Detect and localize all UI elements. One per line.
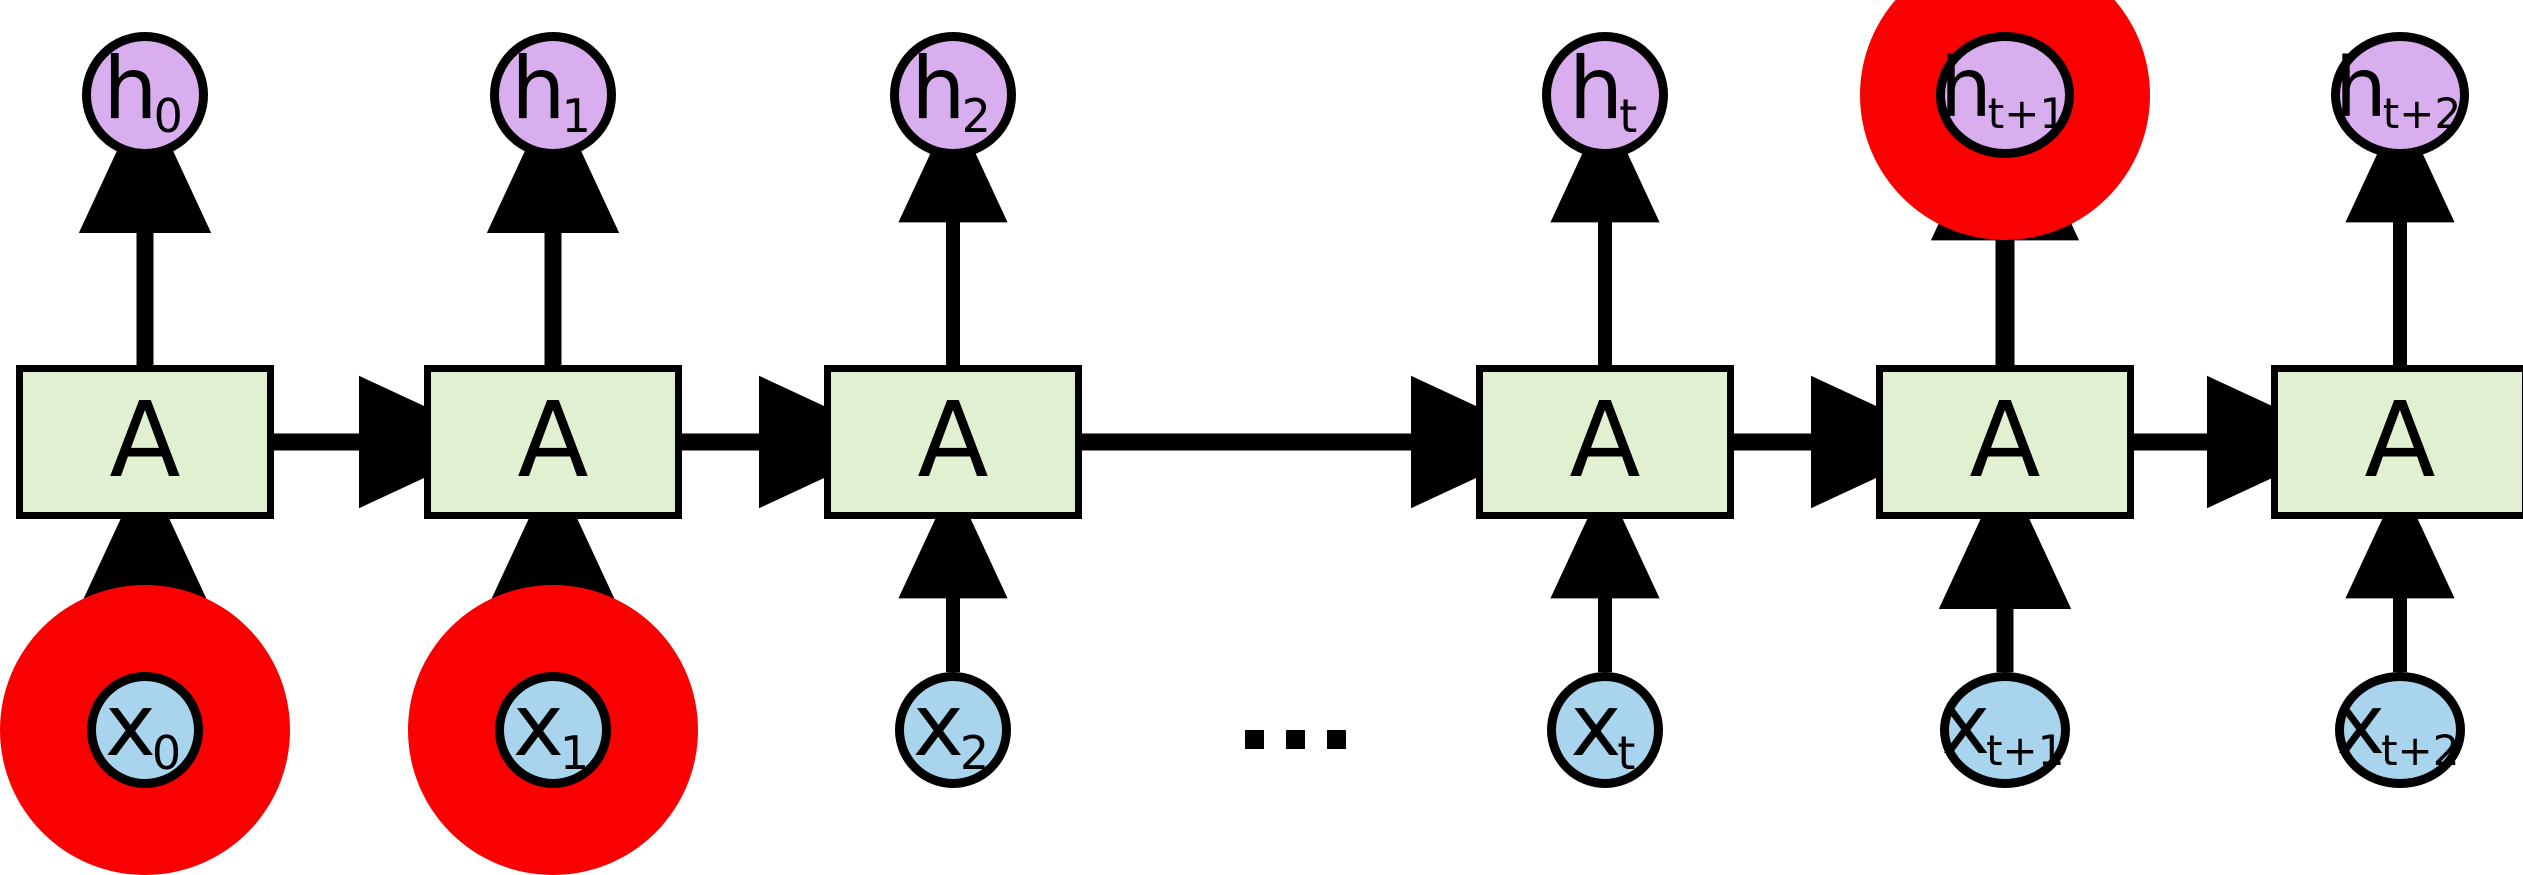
input-node-x1[interactable]: x1 xyxy=(495,672,611,788)
input-label-xt2: xt+2 xyxy=(2336,678,2460,775)
hidden-state-node-h2[interactable]: h2 xyxy=(890,32,1016,158)
input-label-xt1: xt+1 xyxy=(1941,678,2065,775)
rnn-cell-t1[interactable]: A xyxy=(424,365,682,519)
rnn-cell-label-tt: A xyxy=(1569,379,1641,501)
rnn-cell-label-t1: A xyxy=(517,379,589,501)
hidden-state-label-h1: h1 xyxy=(511,39,591,143)
ellipsis-dot-1 xyxy=(1245,730,1264,749)
input-label-xt: xt xyxy=(1570,676,1636,780)
sequence-ellipsis xyxy=(1245,730,1346,749)
input-label-x2: x2 xyxy=(912,676,990,780)
hidden-state-node-h0[interactable]: h0 xyxy=(82,32,208,158)
input-node-x0[interactable]: x0 xyxy=(87,672,203,788)
input-node-x2[interactable]: x2 xyxy=(895,672,1011,788)
input-label-x1: x1 xyxy=(512,676,590,780)
input-label-x0: x0 xyxy=(104,676,182,780)
hidden-state-node-ht2[interactable]: ht+2 xyxy=(2331,32,2469,158)
hidden-state-label-h2: h2 xyxy=(911,39,991,143)
hidden-state-node-h1[interactable]: h1 xyxy=(490,32,616,158)
hidden-state-label-ht: ht xyxy=(1568,39,1638,143)
ellipsis-dot-3 xyxy=(1327,730,1346,749)
hidden-state-node-ht[interactable]: ht xyxy=(1542,32,1668,158)
input-node-xt[interactable]: xt xyxy=(1547,672,1663,788)
rnn-cell-label-tt2: A xyxy=(2364,379,2436,501)
hidden-state-label-ht2: ht+2 xyxy=(2334,41,2462,138)
rnn-cell-label-t2: A xyxy=(917,379,989,501)
hidden-state-label-h0: h0 xyxy=(103,39,183,143)
hidden-state-label-ht1: ht+1 xyxy=(1939,41,2067,138)
rnn-cell-label-tt1: A xyxy=(1969,379,2041,501)
input-node-xt1[interactable]: xt+1 xyxy=(1940,672,2070,788)
rnn-cell-t2[interactable]: A xyxy=(824,365,1082,519)
rnn-cell-label-t0: A xyxy=(109,379,181,501)
hidden-state-node-ht1[interactable]: ht+1 xyxy=(1936,32,2074,158)
input-node-xt2[interactable]: xt+2 xyxy=(2335,672,2465,788)
ellipsis-dot-2 xyxy=(1286,730,1305,749)
rnn-cell-t0[interactable]: A xyxy=(16,365,274,519)
rnn-cell-tt2[interactable]: A xyxy=(2271,365,2523,519)
rnn-cell-tt[interactable]: A xyxy=(1476,365,1734,519)
rnn-cell-tt1[interactable]: A xyxy=(1876,365,2134,519)
